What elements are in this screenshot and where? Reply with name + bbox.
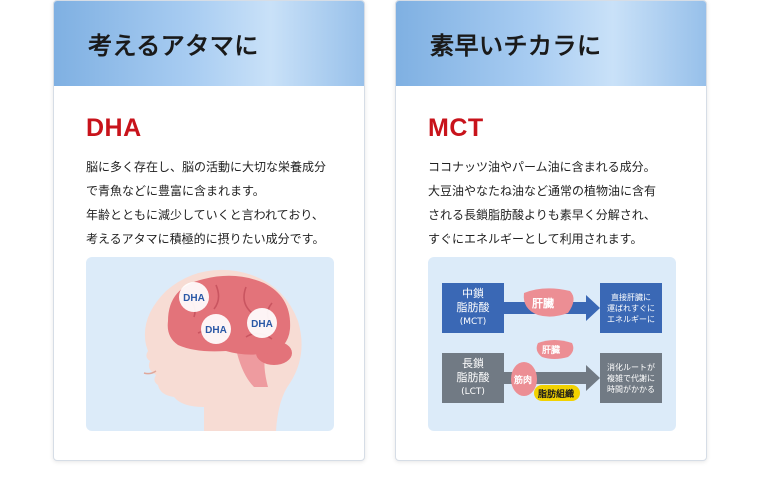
mct-card-header: 素早いチカラに [396,1,706,86]
lct-box-line: 脂肪酸 [456,371,490,384]
mct-desc-line: すぐにエネルギーとして利用されます。 [428,232,643,246]
dha-bubble-label: DHA [183,293,205,304]
mouth-line [143,370,157,375]
dha-term: DHA [86,114,142,142]
mct-card: 素早いチカラに MCT ココナッツ油やパーム油に含まれる成分。 大豆油やなたね油… [395,0,707,461]
lct-box-line: 長鎖 [462,357,484,370]
mct-box-line: 脂肪酸 [456,301,490,314]
mct-result-line: エネルギーに [607,314,655,324]
dha-bubble-label: DHA [251,319,273,330]
mct-result-line: 直接肝臓に [611,292,651,302]
muscle-label: 筋肉 [514,376,533,386]
mct-desc-line: ココナッツ油やパーム油に含まれる成分。 [428,160,656,174]
mct-result-line: 運ばれすぐに [607,303,655,313]
dha-bubble [201,314,231,344]
lct-result-line: 時間がかかる [607,384,655,394]
mct-description: ココナッツ油やパーム油に含まれる成分。 大豆油やなたね油など通常の植物油に含有 … [428,155,698,251]
mct-term: MCT [428,114,484,142]
dha-desc-line: 脳に多く存在し、脳の活動に大切な栄養成分 [86,160,327,174]
dha-card: 考えるアタマに DHA 脳に多く存在し、脳の活動に大切な栄養成分 で青魚などに豊… [53,0,365,461]
metabolism-diagram: 中鎖 脂肪酸 (MCT) 長鎖 脂肪酸 (LCT) 肝臓 肝臓 筋肉 脂肪組織 … [428,257,676,431]
mct-box-sub: (MCT) [459,317,487,327]
fat-tissue-label: 脂肪組織 [538,390,575,400]
lct-box-sub: (LCT) [461,387,485,397]
dha-card-header: 考えるアタマに [54,1,364,86]
liver-bottom-shape [536,340,574,359]
brain-illustration: DHA DHA DHA [86,257,334,431]
mct-heading: 素早いチカラに [430,32,602,60]
fat-tissue-shape [534,385,580,401]
dha-desc-line: 年齢とともに減少していくと言われており、 [86,208,324,222]
liver-bottom-label: 肝臓 [542,346,561,356]
mct-desc-line: 大豆油やなたね油など通常の植物油に含有 [428,184,657,198]
dha-bubble [247,308,277,338]
lct-result-box: 消化ルートが 複雑で代謝に 時間がかかる [600,353,662,403]
mct-box: 中鎖 脂肪酸 (MCT) [442,283,504,333]
liver-top-shape [523,288,574,317]
lct-result-line: 複雑で代謝に [607,373,655,383]
dha-bubble-label: DHA [205,325,227,336]
dha-desc-line: 考えるアタマに積極的に摂りたい成分です。 [86,232,325,246]
mct-arrow-head [586,295,600,321]
dha-description: 脳に多く存在し、脳の活動に大切な栄養成分 で青魚などに豊富に含まれます。 年齢と… [86,155,356,251]
mct-result-box: 直接肝臓に 運ばれすぐに エネルギーに [600,283,662,333]
mct-desc-line: される長鎖脂肪酸よりも素早く分解され、 [428,208,656,222]
liver-top-label: 肝臓 [532,297,554,310]
dha-bubble [179,282,209,312]
dha-desc-line: で青魚などに豊富に含まれます。 [86,184,265,198]
lct-result-line: 消化ルートが [607,362,655,372]
lct-box: 長鎖 脂肪酸 (LCT) [442,353,504,403]
muscle-shape [511,362,537,396]
mct-box-line: 中鎖 [462,287,484,300]
lct-arrow-head [586,365,600,391]
dha-heading: 考えるアタマに [88,32,259,60]
